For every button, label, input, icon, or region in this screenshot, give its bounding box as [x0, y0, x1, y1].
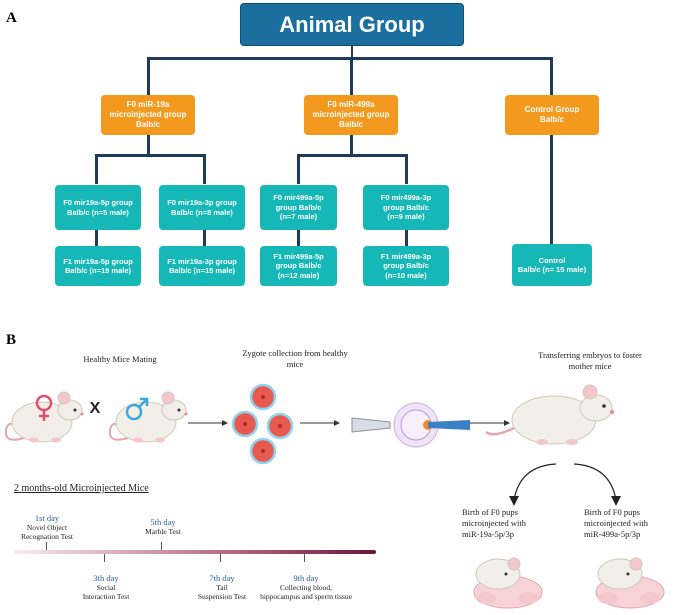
- birth-right-label: Birth of F0 pups microinjected with miR-…: [584, 507, 648, 539]
- animal-group-title: Animal Group: [240, 3, 464, 46]
- timeline-event-text: Collecting blood, hippocampus and sperm …: [260, 583, 352, 601]
- timeline-event-text: Novel Object Recognation Test: [20, 523, 74, 541]
- connector: [351, 46, 353, 58]
- connector: [95, 154, 98, 184]
- timeline-event-day7: 7th day Tail Suspension Test: [186, 573, 258, 602]
- arrow-icon: [188, 420, 228, 426]
- timeline-event-text: Marble Test: [145, 527, 181, 536]
- step-transfer-label: Transferring embryos to foster mother mi…: [538, 350, 642, 371]
- timeline-event-text: Social Interaction Test: [82, 583, 130, 601]
- timeline-day: 5th day: [150, 517, 176, 527]
- timeline-day: 7th day: [209, 573, 235, 583]
- male-symbol-icon: [125, 397, 149, 421]
- timeline-tick: [46, 542, 47, 550]
- arrow-icon: [300, 420, 340, 426]
- connector: [297, 230, 300, 246]
- subgroup-f0-mir19a-3p: F0 mir19a-3p group Balb/c (n=8 male): [159, 185, 245, 230]
- female-mouse-illustration: [4, 391, 84, 443]
- timeline-tick: [220, 554, 221, 562]
- birth-left-label: Birth of F0 pups microinjected with miR-…: [462, 507, 526, 539]
- step-zygote-label: Zygote collection from healthy mice: [242, 348, 348, 369]
- timeline-day: 1st day: [34, 513, 60, 523]
- timeline-event-day5: 5th day Marble Test: [128, 517, 198, 537]
- timeline-tick: [104, 554, 105, 562]
- group-control: Control Group Balb/c: [505, 95, 599, 135]
- timeline-day: 3th day: [93, 573, 119, 583]
- timeline-event-day9: 9th day Collecting blood, hippocampus an…: [248, 573, 364, 602]
- connector: [405, 154, 408, 184]
- connector: [95, 230, 98, 246]
- connector: [550, 134, 553, 244]
- connector: [203, 230, 206, 246]
- connector: [405, 230, 408, 246]
- connector: [297, 154, 408, 157]
- connector: [203, 154, 206, 184]
- zygote-cells-illustration: [231, 383, 294, 465]
- subgroup-f0-mir19a-5p: F0 mir19a-5p group Balb/c (n=5 male): [55, 185, 141, 230]
- panel-a-letter: A: [6, 10, 17, 26]
- timeline-day: 9th day: [293, 573, 319, 583]
- timeline-tick: [304, 554, 305, 562]
- foster-mother-mouse-illustration: [485, 384, 614, 445]
- cross-symbol: X: [89, 400, 101, 417]
- timeline-bar: [14, 550, 376, 554]
- connector: [350, 57, 353, 95]
- pups-left-illustration: [473, 557, 543, 609]
- microinjection-illustration: [351, 402, 470, 448]
- subgroup-f1-mir19a-3p: F1 mir19a-3p group Balb/c (n=15 male): [159, 246, 245, 286]
- subgroup-f1-mir19a-5p: F1 mir19a-5p group Balb/c (n=19 male): [55, 246, 141, 286]
- curved-arrow-right-icon: [573, 463, 621, 506]
- curved-arrow-left-icon: [509, 463, 557, 506]
- connector: [297, 154, 300, 184]
- connector: [147, 134, 150, 156]
- connector: [147, 57, 150, 95]
- timeline-title: 2 months-old Microinjected Mice: [14, 483, 149, 494]
- subgroup-f0-mir499a-5p: F0 mir499a-5p group Balb/c (n=7 male): [260, 185, 337, 230]
- subgroup-f0-mir499a-3p: F0 mir499a-3p group Balb/c (n=9 male): [363, 185, 449, 230]
- connector: [95, 154, 206, 157]
- timeline-event-day3: 3th day Social Interaction Test: [70, 573, 142, 602]
- female-symbol-icon: [35, 394, 53, 421]
- panel-b-letter: B: [6, 332, 17, 348]
- timeline-event-day1: 1st day Novel Object Recognation Test: [6, 513, 88, 542]
- timeline-event-text: Tail Suspension Test: [197, 583, 247, 601]
- step-mating-label: Healthy Mice Mating: [83, 354, 157, 364]
- connector: [350, 134, 353, 156]
- timeline-tick: [161, 542, 162, 550]
- control-box: Control Balb/c (n= 15 male): [512, 244, 592, 286]
- group-mir499a: F0 miR-499a microinjected group Balb/c: [304, 95, 398, 135]
- pups-right-illustration: [595, 557, 665, 609]
- group-mir19a: F0 miR-19a microinjected group Balb/c: [101, 95, 195, 135]
- subgroup-f1-mir499a-3p: F1 mir499a-3p group Balb/c (n=10 male): [363, 246, 449, 286]
- connector: [550, 57, 553, 95]
- subgroup-f1-mir499a-5p: F1 mir499a-5p group Balb/c (n=12 male): [260, 246, 337, 286]
- arrow-icon: [470, 420, 510, 426]
